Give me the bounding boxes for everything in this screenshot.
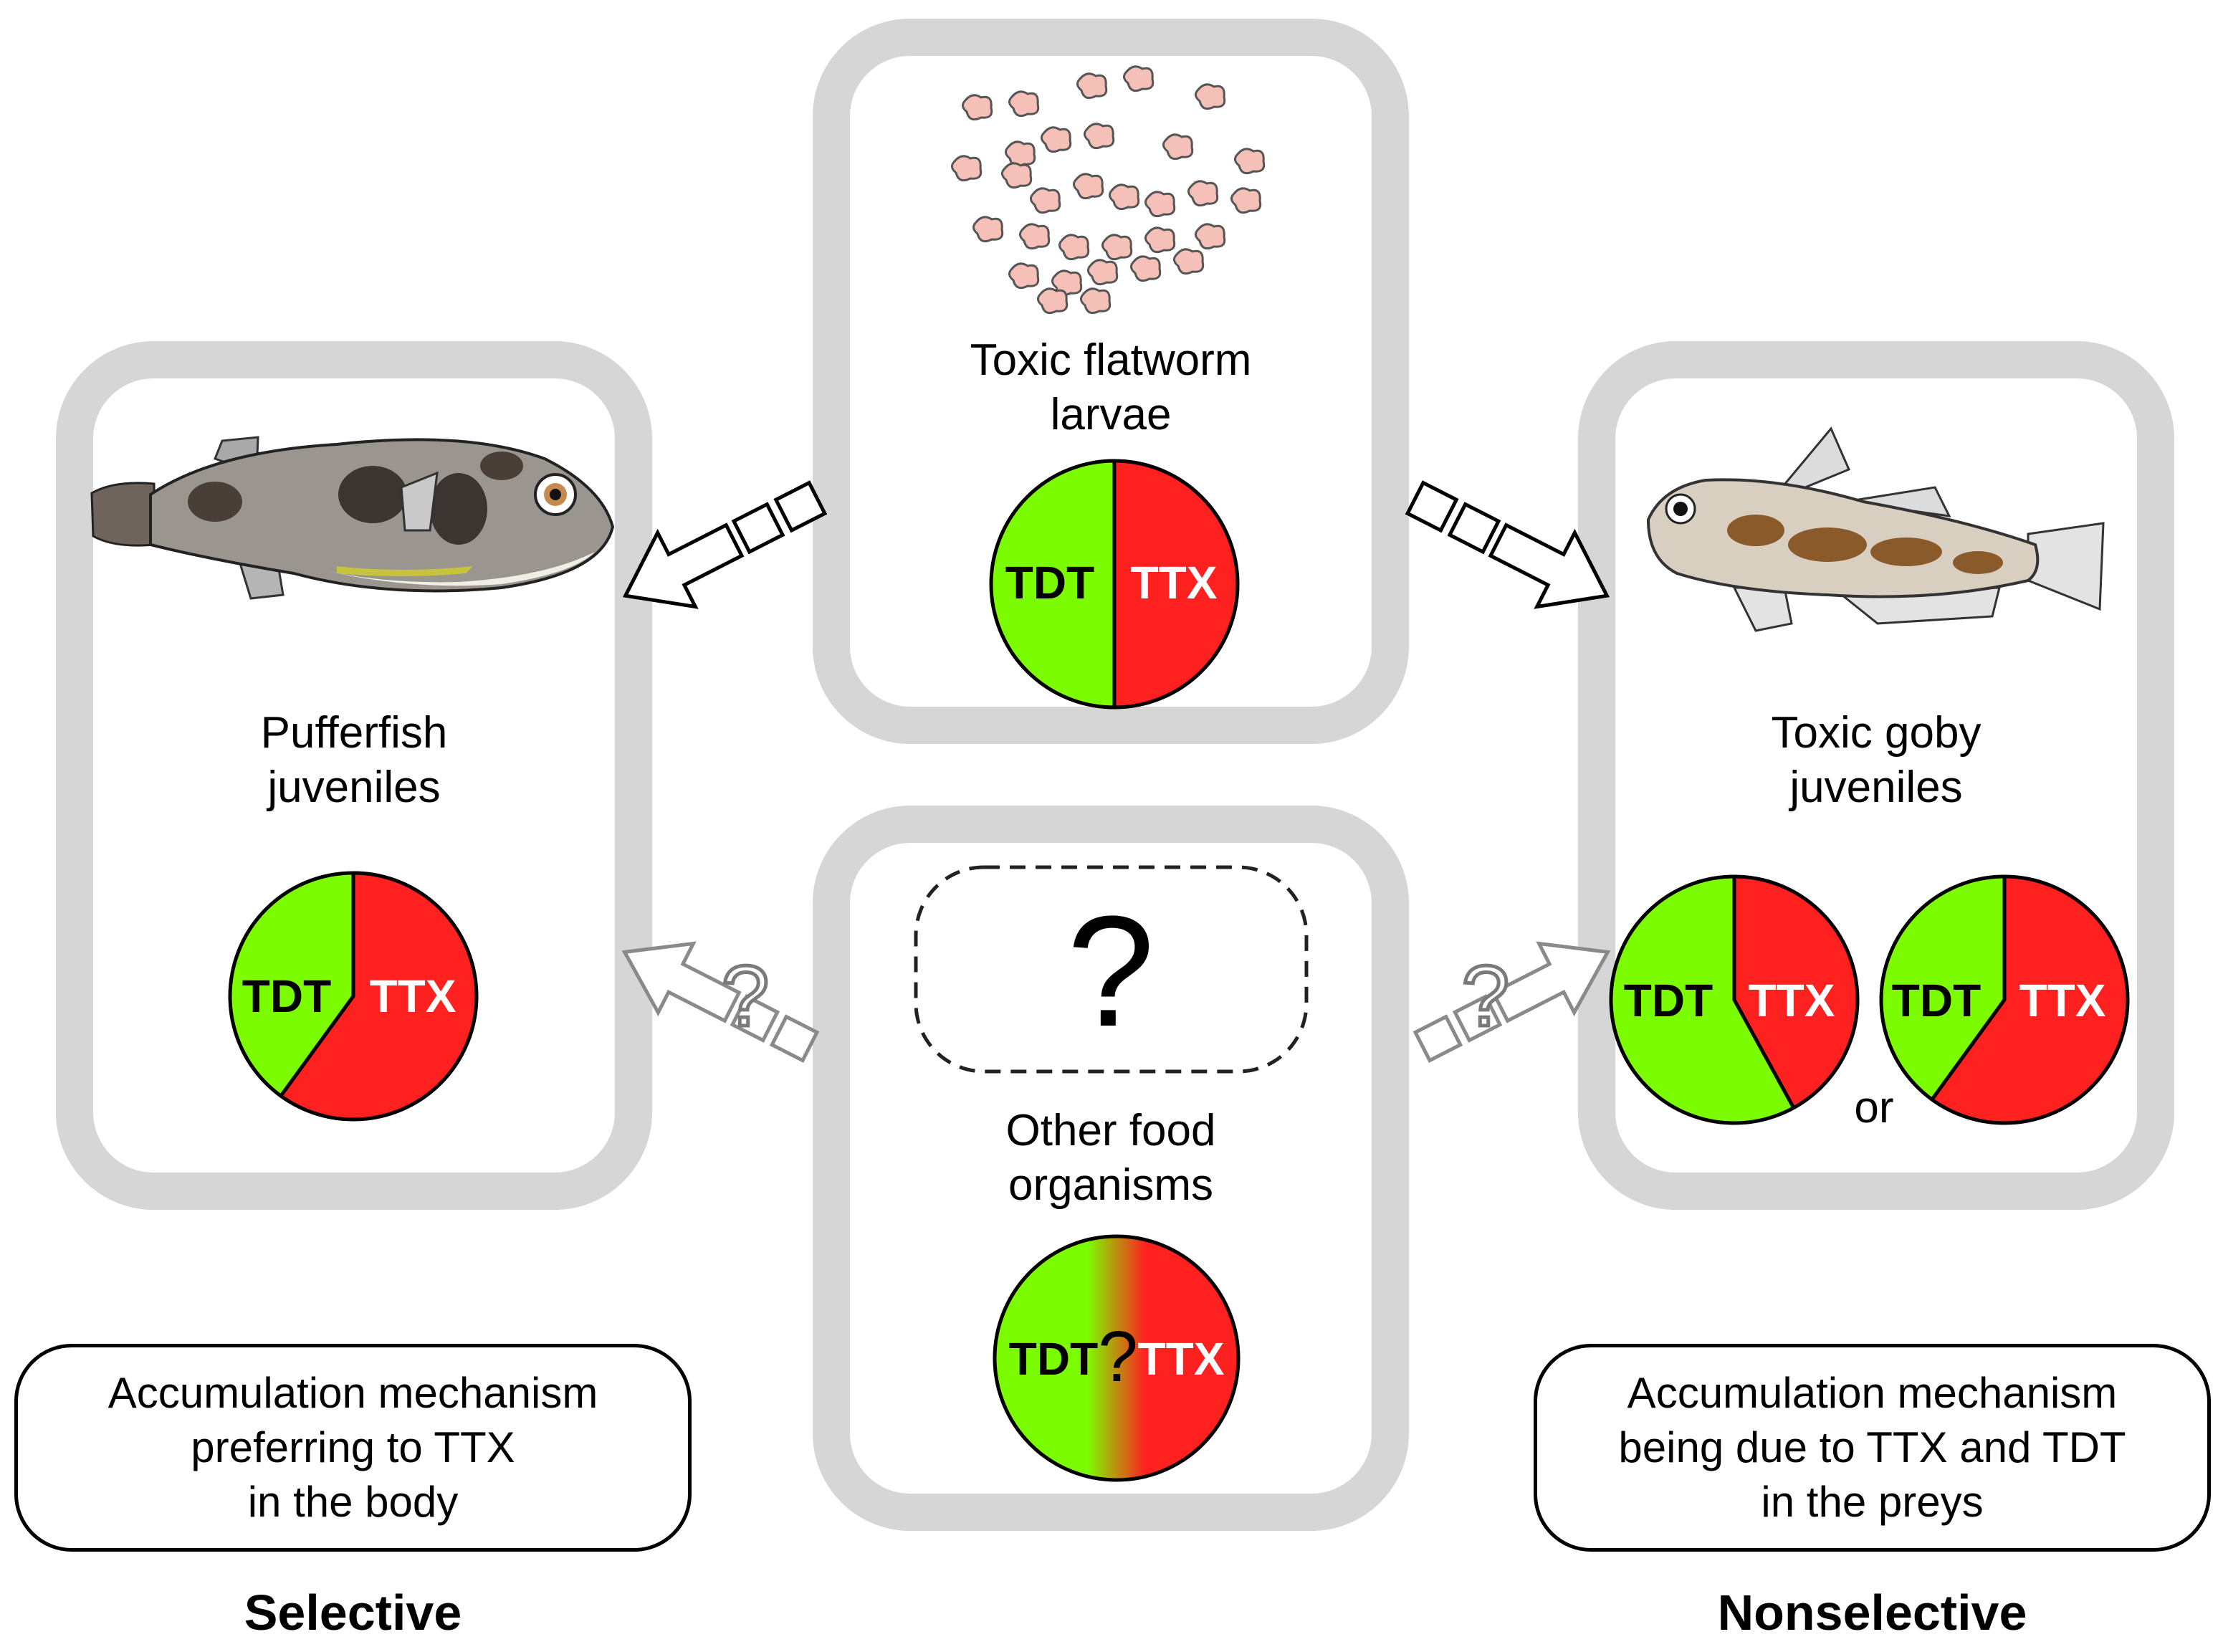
pie-flatworm-tdt: TDT [1005,557,1095,608]
arrow-other-to-goby [1412,941,1611,1063]
pie-pufferfish [228,871,479,1122]
flatworm-larva [1084,123,1115,150]
caption-selective: Selective [244,1585,462,1641]
selective-line1: Accumulation mechanism [107,1369,598,1417]
other-food-title: Other food organisms [896,1104,1326,1213]
pie-other-food-mark: ? [1098,1317,1138,1397]
pie-goby-a-tdt: TDT [1623,975,1713,1026]
nonselective-line3: in the preys [1761,1478,1984,1526]
other-food-title-line2: organisms [1008,1160,1213,1210]
unknown-organism-box [914,865,1309,1074]
flatworm-larva [1008,262,1040,290]
goby-title-line1: Toxic goby [1771,708,1982,758]
mechanism-box-selective: Accumulation mechanism preferring to TTX… [14,1344,692,1552]
flatworm-larva [1130,255,1162,282]
flatworm-larva [1234,148,1266,175]
flatworm-larva [1076,72,1108,100]
flatworm-larva [1123,65,1155,92]
flatworm-larva [1041,126,1072,153]
flatworm-title-line1: Toxic flatworm [970,335,1252,385]
flatworm-larva [1195,223,1226,250]
flatworm-larva [1109,183,1140,211]
goby-title: Toxic goby juveniles [1661,706,2091,815]
unknown-organism-mark: ? [1066,883,1155,1059]
goby-title-line2: juveniles [1789,763,1963,812]
arrow-flatworm-to-pufferfish [622,480,828,609]
pie-flatworm-ttx-slice [1114,461,1238,707]
flatworm-larva [1058,234,1090,261]
flatworm-larva [1173,248,1205,275]
flatworm-larva [1087,259,1119,286]
goby-or-label: or [1854,1083,1894,1132]
caption-nonselective: Nonselective [1717,1585,2027,1641]
pie-other-food-tdt: TDT [1008,1333,1099,1385]
pie-other-food-ttx: TTX [1137,1333,1225,1385]
flatworm-larva [1144,191,1176,218]
pufferfish-icon [90,436,615,600]
flatworm-larva [1005,140,1036,168]
flatworm-larva [1030,187,1061,214]
other-food-title-line1: Other food [1005,1106,1216,1155]
flatworm-larva [1187,180,1219,207]
flatworm-larva [1101,234,1133,261]
arrow-other-to-pufferfish [621,941,820,1063]
flatworm-larva [1162,133,1194,161]
flatworm-larva [1195,83,1226,110]
pie-goby-b [1879,874,2130,1125]
flatworm-title: Toxic flatworm larvae [896,333,1326,442]
nonselective-line1: Accumulation mechanism [1627,1369,2118,1417]
pie-pufferfish-tdt: TDT [242,970,332,1022]
flatworm-larva [1037,287,1069,315]
pie-goby-b-ttx: TTX [2019,975,2106,1026]
arrow-flatworm-to-goby [1405,480,1610,609]
pie-goby-a-ttx: TTX [1748,975,1835,1026]
selective-line2: preferring to TTX [191,1423,515,1471]
pie-goby-b-tdt: TDT [1891,975,1982,1026]
mechanism-box-nonselective: Accumulation mechanism being due to TTX … [1534,1344,2211,1552]
flatworm-larva [1230,187,1262,214]
goby-icon [1646,426,2105,632]
flatworm-larva [972,216,1004,243]
pie-goby-a-divider [1732,877,1796,1109]
pufferfish-title: Pufferfish juveniles [139,706,569,815]
flatworm-larva [1080,287,1112,315]
pie-goby-b-divider [1930,877,2007,1101]
flatworm-title-line2: larvae [1050,390,1172,439]
flatworm-larvae-icon [951,65,1266,315]
flatworm-larva [1051,269,1083,297]
pie-other-food [993,1234,1241,1482]
pie-flatworm [989,459,1240,710]
selective-line3: in the body [247,1478,459,1526]
pie-goby-a [1609,874,1860,1125]
pufferfish-title-line1: Pufferfish [260,708,448,758]
pie-pufferfish-ttx-slice [280,873,477,1119]
pie-pufferfish-divider [279,873,355,1097]
flatworm-larva [1073,173,1104,200]
panel-other-food [813,806,1409,1531]
arrow-question-right: ? [1460,947,1511,1046]
flatworm-larva [1001,162,1033,189]
flatworm-larva [1144,226,1176,254]
pufferfish-title-line2: juveniles [267,763,441,812]
pie-pufferfish-ttx: TTX [369,970,456,1022]
pie-goby-a-ttx-slice [1734,877,1858,1108]
flatworm-larva [951,155,983,182]
pie-flatworm-ttx: TTX [1130,557,1218,608]
flatworm-larva [1019,223,1051,250]
pie-goby-b-ttx-slice [1931,877,2128,1123]
flatworm-larva [962,94,993,121]
nonselective-line2: being due to TTX and TDT [1618,1423,2126,1471]
flatworm-larva [1008,90,1040,118]
arrow-question-left: ? [720,947,771,1046]
